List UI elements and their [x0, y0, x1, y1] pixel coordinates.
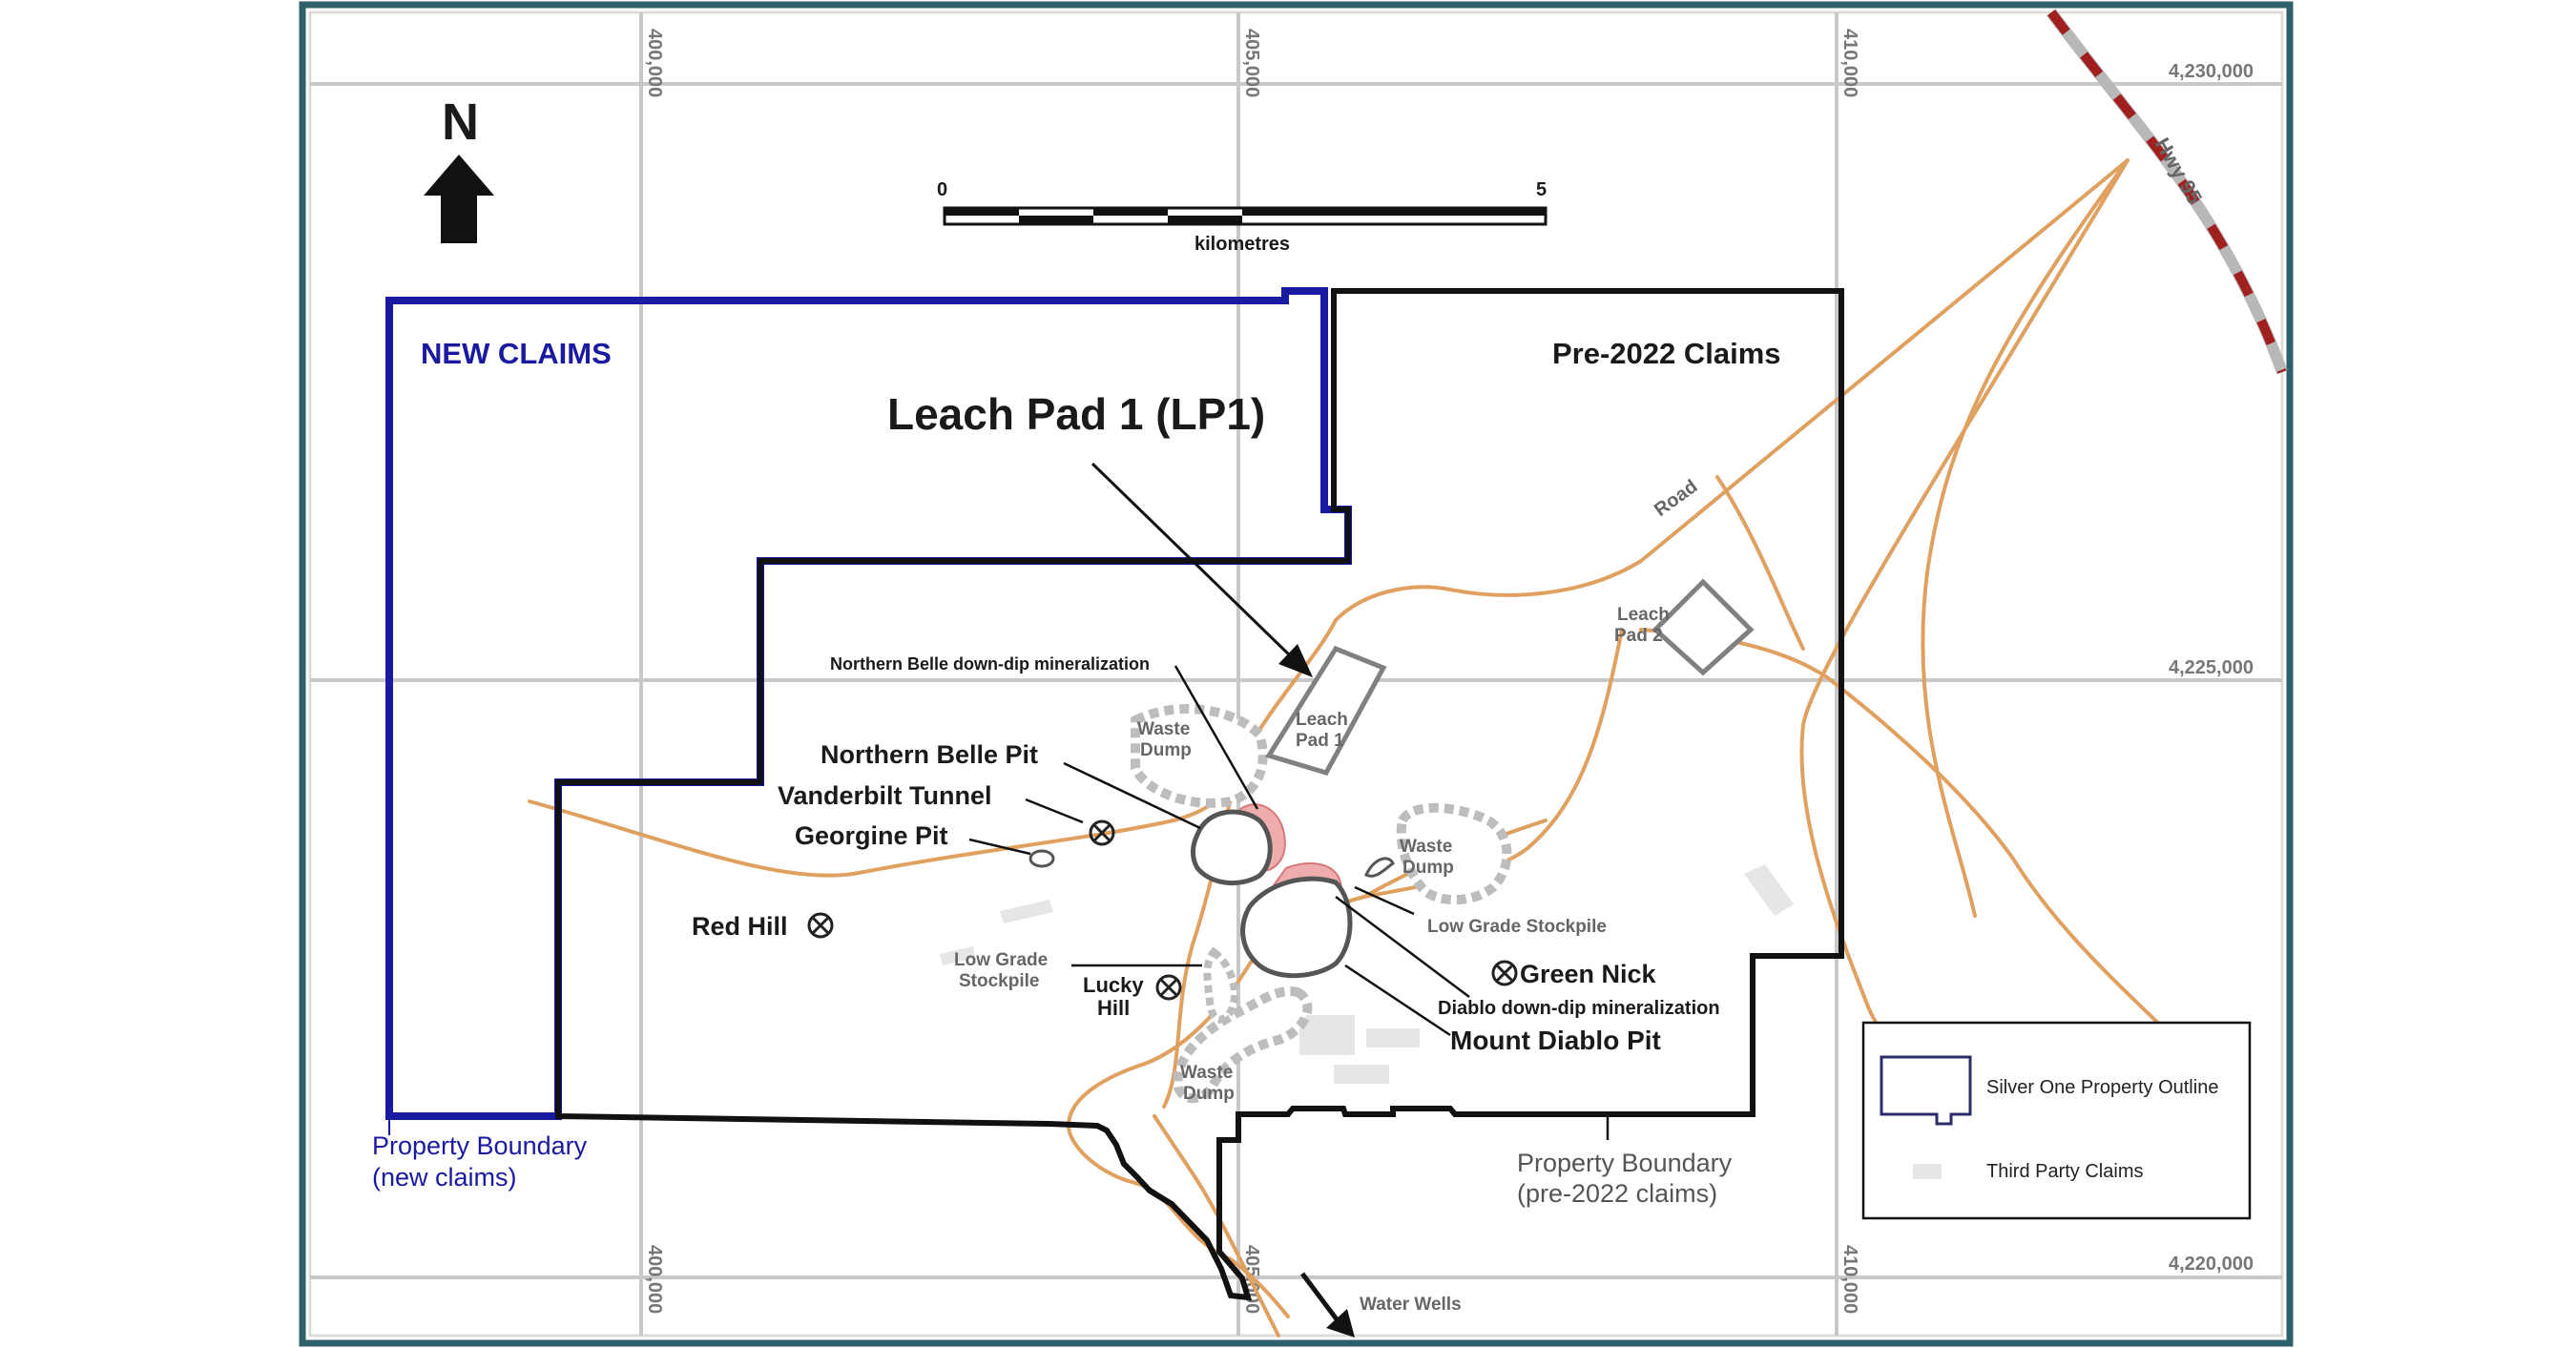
legend-third-party-label: Third Party Claims: [1986, 1161, 2143, 1182]
green-nick-mine-icon: [1491, 960, 1518, 986]
highway-95: [2046, 9, 2288, 375]
georgine-pit-outline: [1028, 849, 1055, 868]
legend-property-outline-swatch: [1880, 1055, 1972, 1126]
easting-label-bottom-1: 400,000: [644, 1245, 665, 1314]
map-inner-border: [308, 10, 2284, 1338]
northing-labels: 4,230,000 4,225,000 4,220,000: [2169, 61, 2254, 1275]
waste-dump-east-label-line2: Dump: [1402, 858, 1454, 878]
waste-dump-south: [1173, 986, 1313, 1104]
lucky-hill-label-line1: Lucky: [1083, 973, 1144, 997]
new-claims-title: NEW CLAIMS: [421, 337, 612, 370]
water-wells-arrow: [1300, 1272, 1355, 1338]
northing-label-1: 4,230,000: [2169, 61, 2254, 82]
north-arrow-label: N: [442, 93, 479, 151]
low-grade-stockpile-east-outline: [1364, 857, 1395, 878]
waste-dump-south-label-line2: Dump: [1183, 1084, 1235, 1104]
lucky-hill-label-line2: Hill: [1097, 996, 1130, 1020]
northing-label-3: 4,220,000: [2169, 1254, 2254, 1275]
legend: Silver One Property Outline Third Party …: [1861, 1021, 2252, 1220]
legend-property-outline-label: Silver One Property Outline: [1986, 1077, 2218, 1098]
scale-start-label: 0: [937, 179, 947, 200]
northern-belle-pit-label: Northern Belle Pit: [821, 740, 1038, 769]
property-boundary-pre2022-label-line1: Property Boundary: [1517, 1149, 1733, 1177]
leader-lines: [968, 665, 1610, 1140]
diablo-mineralization-label: Diablo down-dip mineralization: [1438, 998, 1720, 1019]
mine-features: [1028, 578, 1755, 1104]
north-arrow-icon: [424, 155, 494, 243]
waste-dump-east-label-line1: Waste: [1400, 837, 1452, 857]
lucky-hill-mine-icon: [1155, 974, 1182, 1001]
leach-pad-callout-title: Leach Pad 1 (LP1): [887, 389, 1265, 439]
leach-pad-2-outline: [1652, 578, 1755, 676]
third-party-claims: [940, 864, 1794, 1084]
easting-label-top-3: 410,000: [1839, 29, 1860, 97]
red-hill-mine-icon: [807, 912, 834, 939]
mine-symbols: [807, 819, 1518, 1001]
property-boundary-new-label-line1: Property Boundary: [372, 1131, 588, 1160]
waste-dump-north-label-line1: Waste: [1137, 719, 1190, 739]
low-grade-stockpile-west-label-line2: Stockpile: [959, 971, 1039, 991]
scale-bar: 0 5 kilometres: [937, 179, 1548, 255]
waste-dump-north: [1131, 704, 1268, 808]
waste-dump-east: [1396, 802, 1512, 905]
waste-dump-north-label-line2: Dump: [1140, 740, 1192, 760]
vanderbilt-tunnel-mine-icon: [1089, 819, 1115, 846]
water-wells-label: Water Wells: [1360, 1295, 1462, 1315]
green-nick-label: Green Nick: [1520, 960, 1657, 988]
easting-label-bottom-3: 410,000: [1839, 1245, 1860, 1314]
leach-pad-2-label-line2: Pad 2: [1614, 626, 1663, 646]
north-arrow: N: [424, 93, 494, 243]
property-boundary-new-label-line2: (new claims): [372, 1163, 517, 1192]
leach-pad-1-label-line1: Leach: [1296, 710, 1348, 730]
property-boundary-pre2022-label-line2: (pre-2022 claims): [1517, 1179, 1717, 1208]
legend-box: [1861, 1021, 2252, 1220]
northern-belle-pit-outline: [1191, 809, 1273, 886]
low-grade-stockpile-east-label: Low Grade Stockpile: [1427, 917, 1607, 937]
mount-diablo-pit-outline: [1240, 876, 1353, 979]
leach-pad-2-label-line1: Leach: [1617, 605, 1670, 625]
northing-label-2: 4,225,000: [2169, 657, 2254, 678]
lp1-callout-arrow: [1091, 462, 1313, 677]
waste-dump-south-label-line1: Waste: [1180, 1063, 1233, 1083]
scale-end-label: 5: [1536, 179, 1547, 200]
red-hill-label: Red Hill: [692, 912, 788, 941]
legend-third-party-swatch: [1913, 1164, 1942, 1179]
leach-pad-1-label-line2: Pad 1: [1296, 731, 1344, 751]
vanderbilt-tunnel-label: Vanderbilt Tunnel: [778, 781, 992, 810]
easting-labels: 400,000 405,000 410,000 400,000 405,000 …: [644, 29, 1860, 1314]
waste-dump-lucky: [1203, 946, 1238, 1024]
pre2022-claims-boundary: [555, 288, 1844, 1301]
georgine-pit-label: Georgine Pit: [795, 821, 948, 850]
low-grade-stockpile-west-label-line1: Low Grade: [954, 950, 1048, 970]
northern-belle-mineralization-label: Northern Belle down-dip mineralization: [830, 654, 1150, 674]
leach-pad-1-outline: [1265, 645, 1387, 776]
mount-diablo-pit-label: Mount Diablo Pit: [1450, 1026, 1661, 1055]
easting-label-top-2: 405,000: [1241, 29, 1262, 97]
scale-unit-label: kilometres: [1195, 234, 1290, 255]
easting-label-top-1: 400,000: [644, 29, 665, 97]
pre2022-claims-title: Pre-2022 Claims: [1552, 337, 1781, 370]
